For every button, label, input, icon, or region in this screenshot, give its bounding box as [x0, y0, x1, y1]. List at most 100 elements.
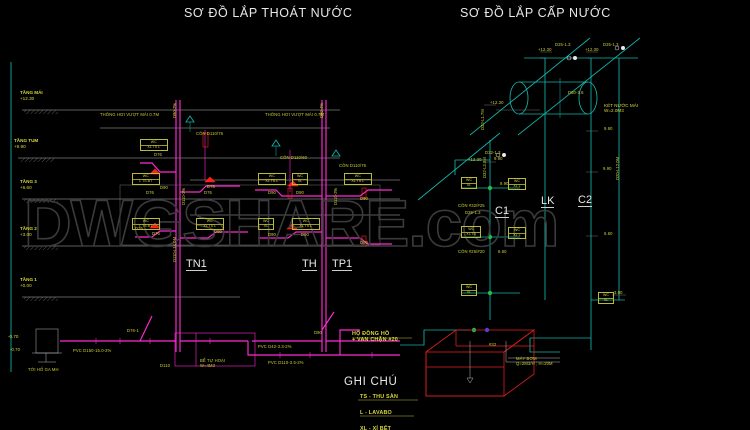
elevation-mark-10: 3.00	[614, 290, 623, 295]
fixture-box-type: WC	[462, 285, 476, 291]
vent-note-1: THÔNG HƠI VƯỢT MÁI 0.7M	[265, 112, 325, 117]
branch-tag-6: D90	[296, 190, 304, 195]
pipe-tag-2: PVC D110-3.5-2%	[268, 360, 304, 365]
notes-heading: GHI CHÚ	[344, 376, 398, 388]
elevation-mark-7: 9.90	[500, 181, 509, 186]
fixture-box-items: XL TS L	[299, 224, 313, 229]
supply-network	[400, 37, 641, 353]
elevation-mark-1: +12.30	[585, 47, 599, 52]
elevation-mark-3: +12.30	[468, 157, 482, 162]
fixture-box-type: WC	[509, 228, 525, 234]
riser-label-tp1: TP1	[332, 258, 353, 271]
elevation-mark-5: 9.90	[603, 166, 612, 171]
note-item-0: TS - THU SÀN	[360, 394, 399, 400]
fixture-box-type: WC	[133, 174, 159, 180]
pipe-tag-4: D76-1	[127, 328, 139, 333]
column-label-c1: C1	[495, 205, 510, 218]
fixture-box-type: WC	[462, 178, 476, 184]
supply-pipe-tag-5: D32-L3.0M	[482, 157, 487, 178]
column-label-c2: C2	[578, 194, 593, 207]
branch-tag-3: D76	[207, 184, 215, 189]
underground-tank-isometric	[425, 329, 536, 397]
branch-tag-10: D90	[214, 229, 222, 234]
vertical-pipe-tag-2: D110-2%	[181, 187, 186, 205]
fixture-box-type: WC	[599, 293, 613, 299]
vertical-pipe-tag-3: D110-L14.0M	[172, 236, 177, 262]
level-marker-4: TẦNG 1+0.00	[20, 277, 37, 288]
fixture-box-type: WC	[345, 174, 371, 180]
fixture-box-items: XL	[466, 183, 472, 188]
riser-size-tag: #32	[489, 342, 497, 347]
tank-inlet-stem	[466, 341, 474, 384]
pipe-tag-5: D90	[314, 330, 322, 335]
fixture-box-type: WC	[141, 140, 167, 146]
branch-tag-11: D90	[268, 232, 276, 237]
supply-pipe-tag-4: D20-L12.0M	[615, 156, 620, 180]
pipe-tag-0: PVC D150-15.0-2%	[73, 348, 112, 353]
watermark: DWGSHARE.com	[23, 185, 560, 261]
elevation-mark-2: +12.30	[490, 100, 504, 105]
supply-cone-note-0: CÔN #32/#25	[458, 203, 485, 208]
fixture-box-items: XL TS L	[351, 179, 365, 184]
branch-tag-2: D76	[146, 190, 154, 195]
column-label-lk: LK	[541, 195, 555, 208]
supply-pipe-tag-7: D25-1.3	[465, 210, 481, 215]
level-lines	[18, 109, 400, 301]
fixture-box-items: XL TS	[466, 232, 477, 237]
fixture-box-items: XL L	[513, 233, 521, 238]
fixture-box-type: WC	[509, 179, 525, 185]
note-item-1: L - LAVABO	[360, 410, 392, 416]
manhole-elevation: -0.70	[10, 347, 21, 352]
cone-note-1: CÔN D110/60	[280, 155, 308, 160]
fixture-box-items: XL	[466, 290, 472, 295]
level-marker-3: TẦNG 2+3.00	[20, 226, 37, 237]
level-marker-1: TẦNG TUM+9.90	[14, 138, 39, 149]
fixture-box-type: WC	[293, 174, 307, 180]
fixture-box-type: WC	[259, 219, 273, 225]
branch-tag-8: D76	[135, 226, 143, 231]
elevation-mark-0: +12.30	[538, 47, 552, 52]
fixture-box-items: XL TS L	[147, 145, 161, 150]
pipe-tag-3: D110	[160, 363, 171, 368]
elevation-mark-6: 9.90	[494, 156, 503, 161]
pump-callout	[505, 341, 560, 363]
note-item-2: XL - XÍ BỆT	[360, 426, 392, 430]
cone-note-2: CÔN D110/76	[339, 163, 367, 168]
fixture-box-items: XL L	[513, 184, 521, 189]
manhole-note: TỚI HỐ GA MH	[28, 367, 59, 372]
vent-cone-markers	[185, 115, 341, 157]
branch-tag-9: D76	[152, 231, 160, 236]
branch-tag-12: D90	[301, 232, 309, 237]
branch-tag-4: D76	[204, 190, 212, 195]
branch-tag-5: D90	[268, 190, 276, 195]
water-meter-note: HỘ ĐỒNG HỒ+ VAN CHẶN #20	[352, 331, 398, 343]
supply-cone-note-1: CÔN #25/#20	[458, 249, 485, 254]
vertical-pipe-tag-4: D110-2%	[333, 187, 338, 205]
fixture-box-items: XL	[603, 298, 609, 303]
vent-note-0: THÔNG HƠI VƯỢT MÁI 0.7M	[100, 112, 160, 117]
fixture-box-type: WC	[293, 219, 319, 225]
supply-pipe-tag-3: D50-2.6	[568, 90, 584, 95]
vertical-pipe-tag-0: D90-2%	[172, 102, 177, 118]
fixture-box-type: WC	[133, 219, 159, 225]
branch-tag-13: D90	[360, 240, 368, 245]
elevation-mark-9: 6.60	[498, 249, 507, 254]
fixture-box-items: XL TS L	[265, 179, 279, 184]
title-supply-schematic: SƠ ĐỒ LẮP CẤP NƯỚC	[460, 6, 611, 20]
branch-tag-1: D90	[160, 185, 168, 190]
